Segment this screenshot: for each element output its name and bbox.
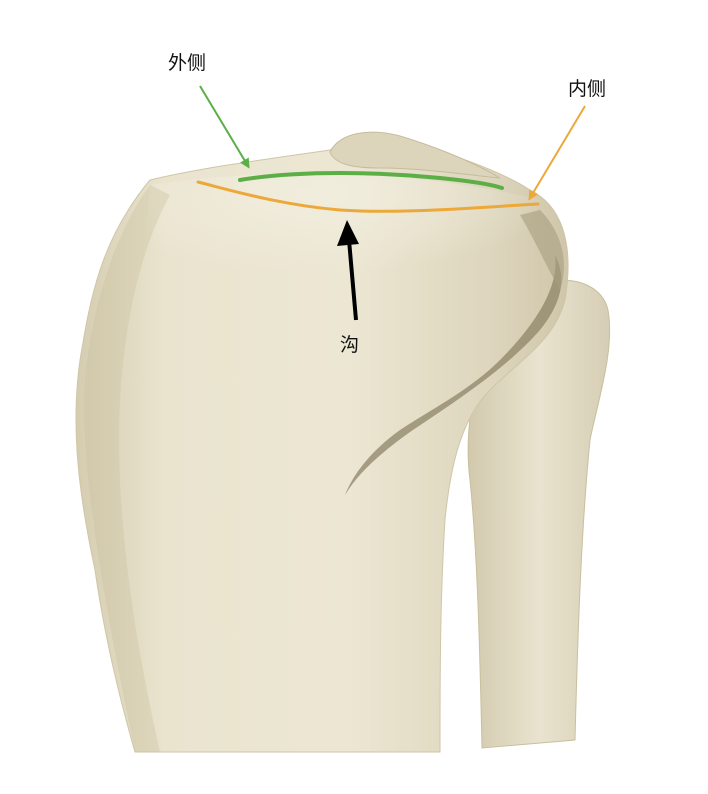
groove-label: 沟 <box>340 334 360 356</box>
groove-arrow-head <box>337 220 359 246</box>
fibula <box>467 279 611 749</box>
shadow-band-upper <box>520 210 564 290</box>
lateral-label: 外侧 <box>168 52 207 74</box>
groove-line <box>196 180 540 213</box>
medial-label: 内侧 <box>568 78 607 100</box>
lateral-arrow <box>199 85 250 169</box>
tibia-left-shade <box>84 185 170 752</box>
lateral-line <box>238 171 504 190</box>
tibial-eminence <box>329 131 501 179</box>
medial-arrow <box>528 105 586 201</box>
groove-arrow-shaft <box>347 239 358 321</box>
shadow-band <box>345 255 562 495</box>
